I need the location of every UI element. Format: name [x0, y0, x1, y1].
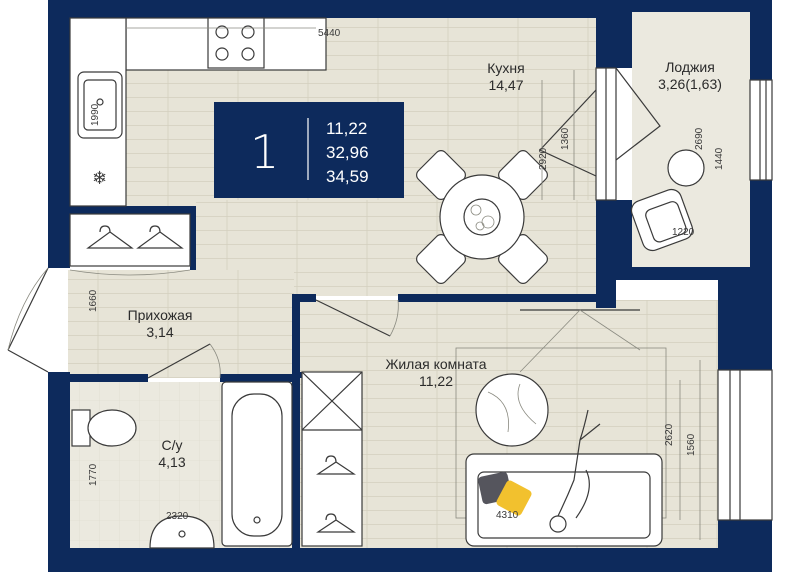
hallway-area: 3,14: [146, 324, 173, 340]
wall-hall-kitchen-v: [190, 206, 196, 270]
wall-outer-bottom: [48, 548, 772, 572]
loggia-window: [749, 79, 773, 181]
toilet-bowl: [87, 409, 137, 447]
dim-kitchen-window: 1360: [560, 127, 571, 150]
armchair-icon: [630, 188, 694, 252]
dim-hallway-height: 1660: [88, 289, 99, 312]
living-name: Жилая комната: [385, 356, 486, 372]
wall-loggia-top: [612, 0, 772, 12]
dim-left-kitchen: 1990: [90, 103, 101, 126]
hanger-icon: [316, 455, 356, 475]
bathroom-name: С/у: [162, 437, 183, 453]
kitchen-name: Кухня: [487, 60, 524, 76]
hallway-name: Прихожая: [128, 307, 193, 323]
wall-loggia-bottom: [616, 267, 772, 280]
wall-hall-kitchen: [70, 206, 196, 214]
drain-icon: [96, 98, 104, 106]
wall-living-left: [292, 294, 300, 550]
bath-door: [147, 343, 211, 379]
dim-living-window: 1560: [686, 433, 697, 456]
dim-living-height: 2620: [664, 423, 675, 446]
badge-total-area: 32,96: [326, 143, 369, 162]
pillow-yellow: [496, 480, 532, 516]
burner-icon: [215, 47, 229, 61]
hanger-icon: [316, 513, 356, 533]
drain-icon: [178, 530, 186, 538]
hallway-floor: [68, 270, 294, 378]
wall-outer-top: [48, 0, 616, 18]
burner-icon: [215, 25, 229, 39]
wall-loggia-right: [750, 0, 772, 80]
wall-kitchen-right: [596, 0, 616, 68]
area-badge: 1 11,22 32,96 34,59: [214, 102, 404, 198]
wall-loggia-left-lower: [616, 200, 632, 280]
dim-living-width: 4310: [496, 510, 519, 521]
wall-bath-top-left: [70, 374, 148, 382]
living-area: 11,22: [419, 373, 453, 389]
living-wardrobe: [301, 371, 363, 547]
window-opening: [538, 89, 597, 177]
cooktop: [207, 17, 265, 69]
wall-outer-left: [48, 0, 70, 268]
wall-kitchen-right-lower: [596, 200, 616, 308]
bathtub-inner: [231, 393, 283, 537]
badge-rooms: 1: [250, 125, 279, 179]
burner-icon: [241, 25, 255, 39]
person-head: [549, 515, 567, 533]
wall-bath-top-right: [220, 374, 294, 382]
drain-icon: [253, 516, 261, 524]
hanger-icon: [136, 225, 184, 249]
person-figure: [555, 409, 601, 521]
wall-living-top-right: [398, 294, 598, 302]
entrance-door: [7, 267, 49, 373]
loggia-name: Лоджия: [665, 59, 715, 75]
loggia-table: [667, 149, 705, 187]
dim-top-width: 5440: [318, 28, 341, 39]
dim-loggia-width: 1220: [672, 227, 695, 238]
dim-kitchen-height: 2920: [538, 147, 549, 170]
wall-loggia-left: [616, 0, 632, 68]
loggia-area: 3,26(1,63): [658, 76, 722, 92]
loggia-door: [615, 67, 661, 161]
dim-bath-width: 2320: [166, 511, 189, 522]
wall-right-lower: [718, 280, 772, 370]
bathroom-area: 4,13: [158, 454, 185, 470]
wall-outer-left-lower: [48, 372, 70, 572]
dim-bath-height: 1770: [88, 463, 99, 486]
dim-loggia-depth: 1440: [714, 147, 725, 170]
wall-loggia-right-lower: [750, 180, 772, 280]
burner-icon: [241, 47, 255, 61]
dim-loggia-height: 2690: [694, 127, 705, 150]
snowflake-icon: ❄: [92, 168, 107, 189]
hanger-icon: [86, 225, 134, 249]
coffee-table: [475, 373, 549, 447]
badge-living-area: 11,22: [326, 119, 367, 138]
living-window: [717, 369, 773, 521]
toilet-tank: [71, 409, 91, 447]
dining-set: [416, 150, 548, 284]
living-door: [315, 299, 391, 337]
kitchen-area: 14,47: [488, 77, 523, 93]
badge-total-with-loggia: 34,59: [326, 167, 369, 186]
wall-living-top-left: [292, 294, 316, 302]
